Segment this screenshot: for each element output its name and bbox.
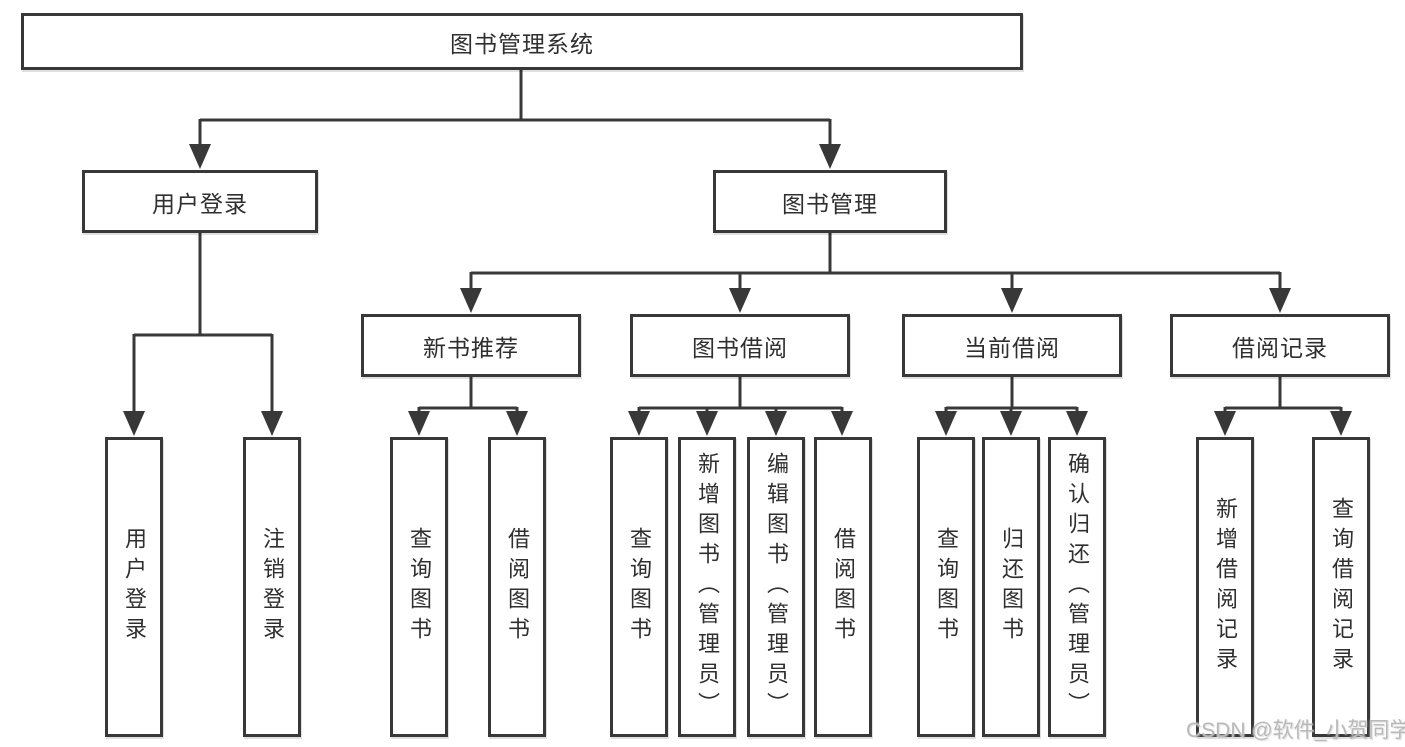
node-root-label: 图书管理系统 <box>450 30 594 57</box>
leaf-query-books-1: 查询图书 <box>390 437 448 737</box>
leaf-query-books-2-label: 查询图书 <box>627 527 652 647</box>
leaf-add-borrow-record-label: 新增借阅记录 <box>1213 497 1238 677</box>
leaf-query-books-2: 查询图书 <box>610 437 668 737</box>
leaf-logout: 注销登录 <box>243 437 301 737</box>
node-new-book-recommend-label: 新书推荐 <box>423 334 519 361</box>
leaf-query-books-1-label: 查询图书 <box>407 527 432 647</box>
leaf-query-books-3-label: 查询图书 <box>934 527 959 647</box>
leaf-return-books-label: 归还图书 <box>999 527 1024 647</box>
leaf-confirm-return-admin-label: 确认归还（管理员） <box>1065 452 1090 722</box>
leaf-add-borrow-record: 新增借阅记录 <box>1196 437 1254 737</box>
leaf-borrow-books-1-label: 借阅图书 <box>505 527 530 647</box>
node-current-borrowing-label: 当前借阅 <box>964 334 1060 361</box>
leaf-user-login: 用户登录 <box>105 437 163 737</box>
leaf-user-login-label: 用户登录 <box>122 527 147 647</box>
node-root-system: 图书管理系统 <box>21 13 1023 70</box>
leaf-query-books-3: 查询图书 <box>917 437 975 737</box>
node-book-management: 图书管理 <box>713 170 947 233</box>
node-current-borrowing: 当前借阅 <box>902 314 1122 377</box>
leaf-query-borrow-record-label: 查询借阅记录 <box>1329 497 1354 677</box>
node-book-management-label: 图书管理 <box>782 190 878 217</box>
leaf-borrow-books-1: 借阅图书 <box>488 437 546 737</box>
leaf-add-books-admin: 新增图书（管理员） <box>678 437 736 737</box>
csdn-watermark: CSDN @软件_小贺同学 <box>1186 719 1405 742</box>
leaf-borrow-books-2: 借阅图书 <box>814 437 872 737</box>
leaf-confirm-return-admin: 确认归还（管理员） <box>1048 437 1106 737</box>
leaf-logout-label: 注销登录 <box>260 527 285 647</box>
leaf-borrow-books-2-label: 借阅图书 <box>831 527 856 647</box>
leaf-edit-books-admin: 编辑图书（管理员） <box>747 437 805 737</box>
leaf-query-borrow-record: 查询借阅记录 <box>1312 437 1370 737</box>
leaf-edit-books-admin-label: 编辑图书（管理员） <box>764 452 789 722</box>
node-user-login: 用户登录 <box>82 170 318 233</box>
leaf-add-books-admin-label: 新增图书（管理员） <box>695 452 720 722</box>
leaf-return-books: 归还图书 <box>982 437 1040 737</box>
node-book-borrowing: 图书借阅 <box>630 314 850 377</box>
node-borrowing-records: 借阅记录 <box>1170 314 1390 377</box>
node-user-login-label: 用户登录 <box>152 190 248 217</box>
node-borrowing-records-label: 借阅记录 <box>1232 334 1328 361</box>
node-new-book-recommend: 新书推荐 <box>361 314 581 377</box>
node-book-borrowing-label: 图书借阅 <box>692 334 788 361</box>
